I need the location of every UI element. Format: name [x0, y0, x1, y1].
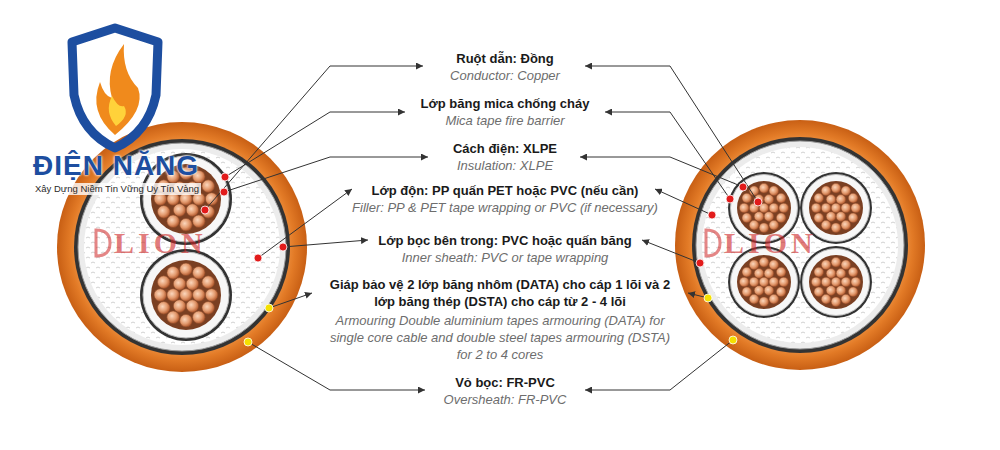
part-name: Cách điện: XLPE: [315, 140, 695, 157]
logo-shield: [109, 96, 126, 126]
logo-shield: [72, 28, 158, 148]
leader-dots: [254, 254, 262, 262]
part-name: Giáp bảo vệ 2 lớp băng nhôm (DATA) cho c…: [322, 276, 678, 310]
leader-dots: [244, 338, 252, 346]
part-name-english: Filler: PP & PET tape wrapping or PVC (i…: [315, 199, 695, 216]
part-name: Lớp băng mica chống cháy: [315, 95, 695, 112]
leader-lines: [225, 112, 405, 177]
watermark-icon: [96, 230, 110, 256]
leader-dots: [704, 294, 712, 302]
leader-lines: [585, 340, 733, 390]
leader-dots: [265, 304, 273, 312]
brand-name: ĐIỆN NĂNG: [33, 150, 199, 182]
watermark: LION: [724, 226, 817, 260]
part-name: Lớp bọc bên trong: PVC hoặc quấn băng: [315, 232, 695, 249]
leader-dots: [279, 243, 287, 251]
leader-dots: [754, 198, 762, 206]
brand-slogan: Xây Dựng Niềm Tin Vững Uy Tín Vàng: [33, 183, 201, 195]
part-name-english: Conductor: Copper: [315, 67, 695, 84]
four-core-cable: [696, 141, 904, 349]
four-core-cable: [692, 137, 908, 353]
logo-shield: [96, 44, 139, 135]
watermark-icon: [706, 230, 720, 256]
part-name: Lớp độn: PP quấn PET hoặc PVC (nếu cần): [315, 182, 695, 199]
two-core-cable: [140, 249, 232, 341]
leader-lines: [205, 66, 758, 390]
four-core-cable: [737, 255, 791, 309]
four-core-cable: [675, 120, 925, 370]
leader-dots: [729, 336, 737, 344]
two-core-cable: [151, 260, 221, 330]
leader-lines: [283, 240, 368, 247]
part-name-english: Oversheath: FR-PVC: [315, 391, 695, 408]
part-name: Vỏ bọc: FR-PVC: [315, 374, 695, 391]
leader-dots: [201, 206, 209, 214]
part-name-english: Mica tape fire barrier: [315, 112, 695, 129]
leader-lines: [585, 66, 758, 202]
part-name-english: Insulation: XLPE: [315, 157, 695, 174]
part-name: Ruột dẫn: Đồng: [315, 50, 695, 67]
watermark: LION: [114, 226, 207, 260]
leader-lines: [580, 157, 743, 187]
leader-dots: [696, 259, 704, 267]
four-core-cable: [809, 255, 863, 309]
leader-dots: [739, 183, 747, 191]
leader-lines: [258, 189, 352, 258]
leader-dots: [221, 173, 229, 181]
part-name-english: Armouring Double aluminium tapes armouri…: [322, 312, 678, 363]
leader-dots: [220, 188, 228, 196]
two-core-cable: [143, 252, 229, 338]
leader-lines: [248, 342, 425, 390]
part-name-english: Inner sheath: PVC or tape wrapping: [315, 249, 695, 266]
four-core-cable: [809, 181, 863, 235]
four-core-cable: [675, 120, 925, 370]
leader-lines: [269, 293, 312, 308]
leader-lines: [642, 240, 700, 263]
leader-dots: [726, 195, 734, 203]
leader-lines: [655, 189, 712, 215]
leader-dots: [708, 211, 716, 219]
logo-shield: [72, 28, 158, 148]
four-core-cable: [702, 147, 898, 343]
